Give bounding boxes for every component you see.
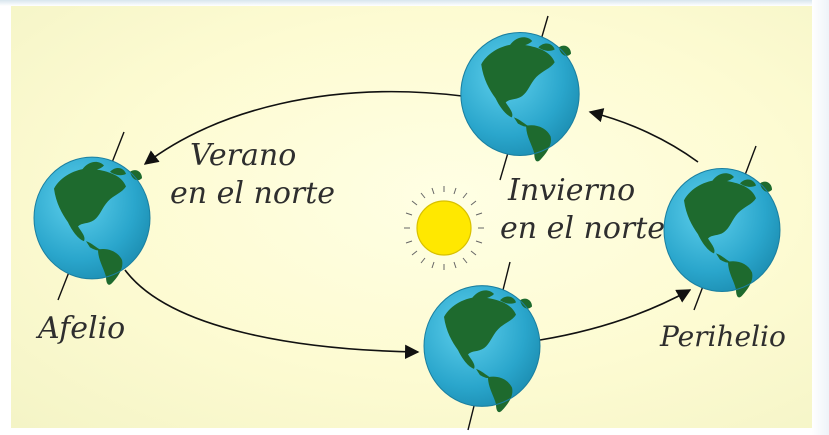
orbit-arrow-top-right [588,108,699,163]
label-summer-north-line2: en el norte [170,176,335,211]
left-margin [0,0,11,435]
right-margin [812,0,829,435]
earth-globe-icon [663,167,781,298]
earth-globe-icon [33,156,151,286]
label-aphelion: Afelio [35,311,125,346]
label-winter-north-line1: Invierno [507,173,635,208]
earth-globe-icon [423,285,541,413]
orbit-arrow-top-left [143,90,463,165]
top-margin [0,0,829,6]
bottom-margin [0,428,829,435]
label-winter-north-line2: en el norte [500,211,665,246]
orbit-arrow-bottom-left [124,269,420,359]
sun-icon [404,186,484,270]
label-perihelion: Perihelio [659,320,786,353]
orbit-arrow-bottom-right [539,289,692,341]
earth-globe-icon [460,31,580,162]
label-summer-north-line1: Verano [190,138,296,173]
